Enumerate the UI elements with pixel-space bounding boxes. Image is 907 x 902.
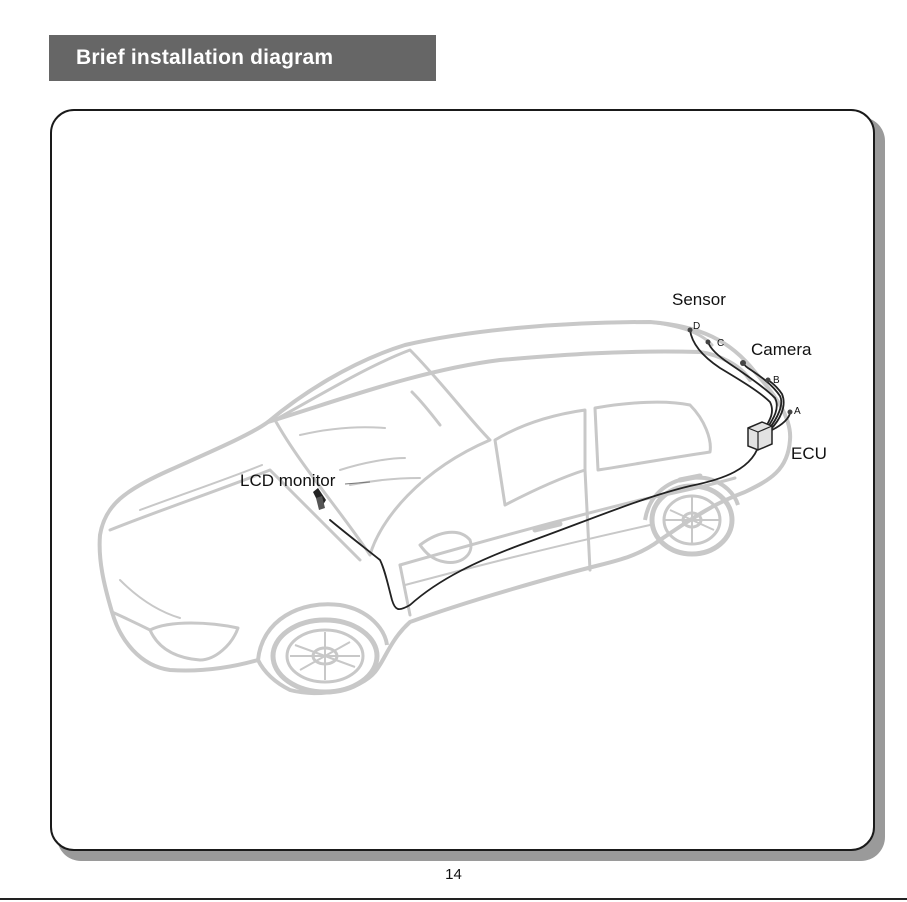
- camera-label: Camera: [751, 340, 811, 360]
- sensor-c-point: [706, 340, 711, 345]
- sensor-letter-b: B: [773, 375, 780, 386]
- sensor-label: Sensor: [672, 290, 726, 310]
- page-number: 14: [0, 866, 907, 883]
- front-side-window: [495, 410, 585, 505]
- lcd-monitor-label: LCD monitor: [240, 471, 335, 491]
- windshield: [275, 350, 490, 555]
- ecu-box: [748, 422, 772, 450]
- sensor-letter-a: A: [794, 406, 801, 417]
- car-roofline: [268, 352, 750, 422]
- sensor-b-point: [766, 378, 771, 383]
- car-illustration: [100, 322, 791, 693]
- sensor-letter-c: C: [717, 338, 724, 349]
- sensor-d-point: [688, 328, 693, 333]
- headlight: [150, 623, 238, 660]
- camera-point: [740, 360, 746, 366]
- front-wheel: [258, 604, 387, 692]
- ecu-label: ECU: [791, 444, 827, 464]
- sensor-letter-d: D: [693, 321, 700, 332]
- car-body-outline: [100, 322, 791, 693]
- bottom-rule: [0, 898, 907, 900]
- sensor-a-point: [788, 410, 793, 415]
- rear-side-window: [595, 402, 710, 470]
